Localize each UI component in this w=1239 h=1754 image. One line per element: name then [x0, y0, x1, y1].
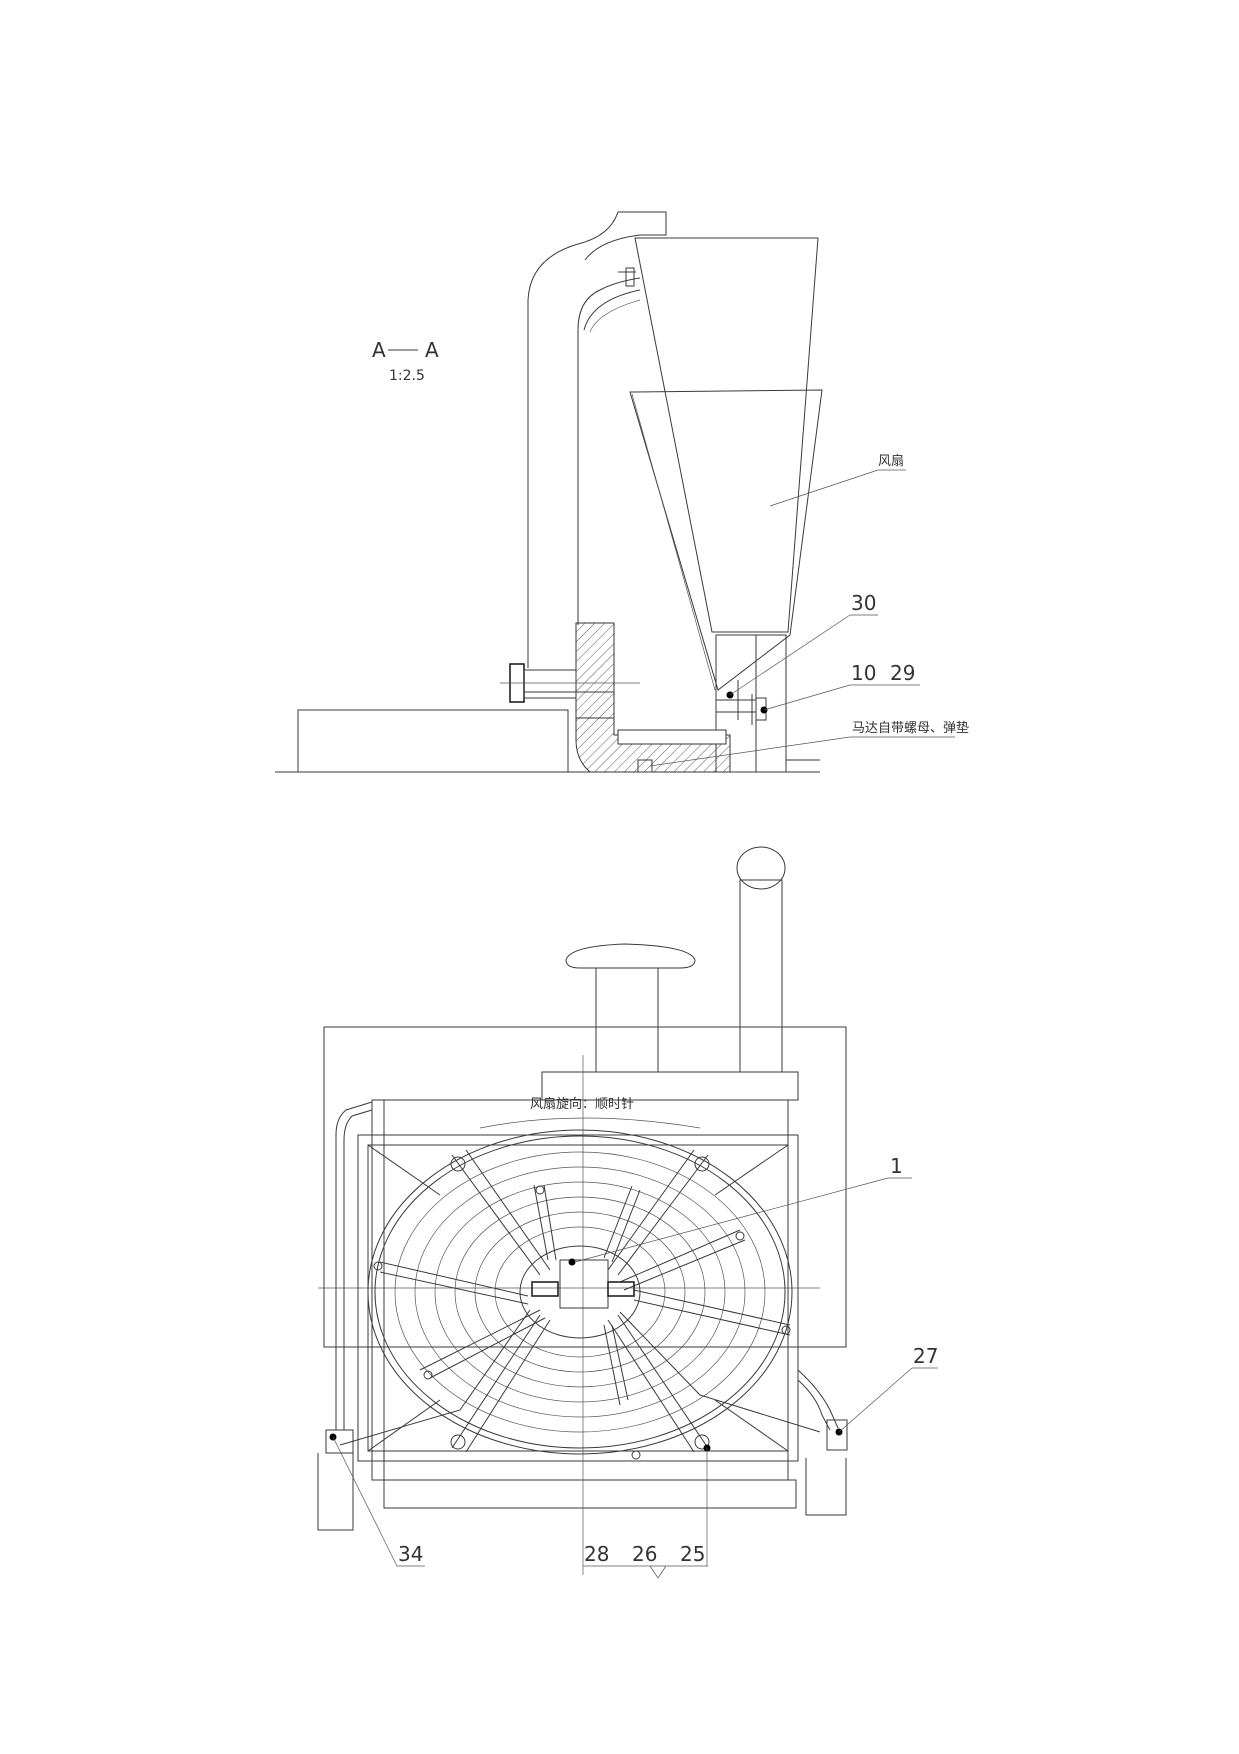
label-25: 25 [680, 1542, 705, 1566]
leader-10-29 [763, 684, 851, 711]
hub-nut-right [607, 1281, 635, 1297]
fan-blade [629, 389, 823, 691]
fan-blade-edge [631, 393, 716, 691]
leader-34 [332, 1436, 398, 1567]
left-hose [335, 1101, 373, 1430]
leader-27 [838, 1367, 913, 1433]
radiator-core [371, 1099, 789, 1481]
front-view: 风扇旋向：顺时针 1 27 34 28 26 25 [317, 846, 938, 1579]
label-26: 26 [632, 1542, 657, 1566]
outer-frame [323, 1026, 847, 1348]
right-hose [797, 1369, 839, 1429]
label-27: 27 [913, 1344, 938, 1368]
section-view-a-a: A A 1:2.5 [275, 211, 969, 773]
label-28: 28 [584, 1542, 609, 1566]
fan-guard [367, 1129, 793, 1455]
mount-bolts [373, 1156, 791, 1460]
hub-nut-left [531, 1281, 559, 1297]
shroud-diag-tl [367, 1144, 441, 1196]
right-foot [826, 1419, 848, 1451]
label-fan: 风扇 [878, 453, 904, 469]
duct-housing [527, 211, 667, 668]
leader-group-bracket [649, 1565, 667, 1579]
fan-cone [634, 237, 819, 633]
label-30: 30 [851, 591, 876, 615]
hatched-hub [575, 717, 731, 773]
right-leg [805, 1458, 847, 1516]
fan-brackets [339, 1149, 821, 1453]
top-tank [541, 1071, 799, 1101]
leader-1 [574, 1177, 889, 1263]
leader-motor-nut [649, 736, 851, 767]
shroud-diag-br [714, 1399, 789, 1452]
label-rotation: 风扇旋向：顺时针 [530, 1096, 634, 1112]
duct-inner-curve [577, 277, 641, 625]
left-bolt-shank [523, 669, 577, 699]
section-title-right: A [425, 338, 439, 362]
fan-shroud [357, 1134, 799, 1462]
section-title-left: A [372, 338, 386, 362]
label-1: 1 [890, 1154, 903, 1178]
leader-30 [729, 614, 851, 696]
shroud-diag-bl [367, 1399, 441, 1452]
base-plate [297, 709, 569, 772]
right-bolt-head [715, 699, 757, 713]
left-hose-2 [343, 1109, 373, 1430]
rotation-arc [479, 1117, 701, 1129]
hub-collar [617, 729, 727, 745]
duct-inner-curve-2 [583, 289, 641, 331]
filler-cap [565, 943, 696, 969]
label-motor-nut: 马达自带螺母、弹垫 [852, 720, 969, 736]
right-hose-2 [797, 1379, 831, 1431]
pipe-clamp [625, 267, 635, 287]
section-scale: 1:2.5 [389, 368, 425, 384]
hatched-flange [575, 622, 615, 719]
label-10: 10 [851, 661, 876, 685]
filler-neck [595, 967, 659, 1073]
exhaust-cap [736, 846, 786, 890]
label-34: 34 [398, 1542, 423, 1566]
left-leg [317, 1453, 354, 1531]
leader-fan [769, 469, 879, 507]
shroud-diag-tr [714, 1144, 789, 1196]
exhaust-pipe [739, 879, 783, 1073]
fan-hub [559, 1259, 609, 1309]
duct-inner-curve-3 [589, 299, 641, 333]
hub-dot [568, 1258, 576, 1266]
radiator-bottom [383, 1479, 797, 1509]
label-29: 29 [890, 661, 915, 685]
